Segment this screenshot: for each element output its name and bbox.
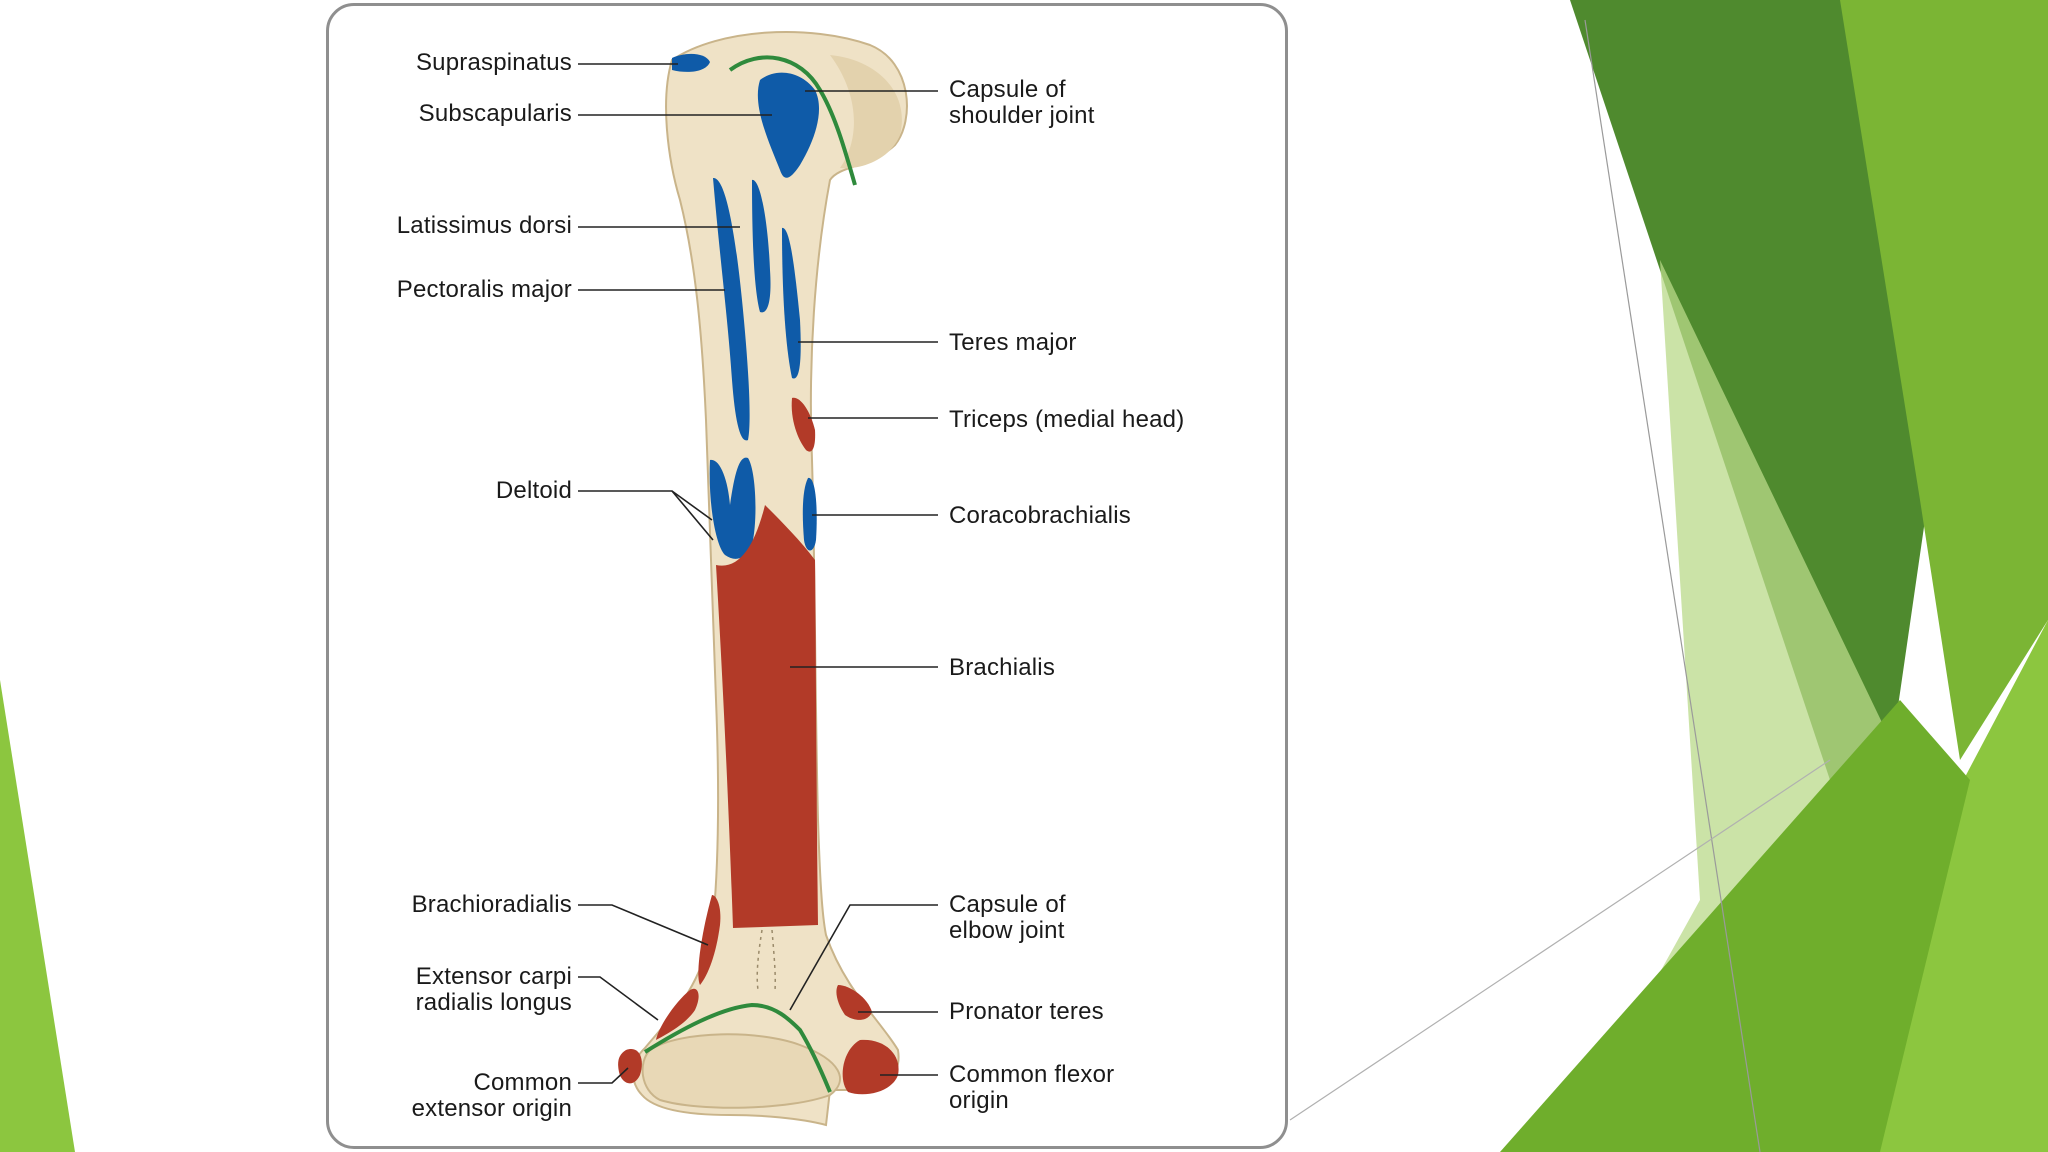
left-green-accent <box>0 680 75 1152</box>
label-pronator-teres: Pronator teres <box>949 998 1104 1025</box>
label-common-extensor-origin: Common extensor origin <box>411 1069 572 1122</box>
latissimus-dorsi-insertion <box>752 179 771 313</box>
label-coracobrachialis: Coracobrachialis <box>949 502 1131 529</box>
supracondylar-dots <box>756 929 776 991</box>
common-flexor-origin-area <box>842 1039 899 1095</box>
label-extensor-carpi-radialis-longus: Extensor carpi radialis longus <box>415 963 572 1016</box>
extensor-carpi-radialis-longus-origin <box>656 988 699 1040</box>
label-supraspinatus: Supraspinatus <box>415 49 572 76</box>
deltoid-insertion <box>709 457 756 559</box>
label-teres-major: Teres major <box>949 329 1077 356</box>
pectoralis-major-insertion <box>713 177 750 441</box>
label-brachialis: Brachialis <box>949 654 1056 681</box>
triceps-medial-head-origin <box>791 397 816 452</box>
label-triceps-medial-head: Triceps (medial head) <box>949 406 1185 433</box>
humerus-head-shading <box>830 55 902 169</box>
thin-accent-line-2 <box>1289 759 1831 1121</box>
pointer-lines-right <box>789 90 938 1076</box>
right-lower-green-panel <box>1500 700 1970 1152</box>
brachioradialis-origin <box>698 895 721 985</box>
label-deltoid: Deltoid <box>495 477 572 504</box>
thin-accent-line-1 <box>1584 19 1761 1152</box>
right-mid-green-panel <box>1840 0 2048 760</box>
subscapularis-insertion <box>757 72 820 178</box>
elbow-capsule-line <box>643 1002 832 1093</box>
label-capsule-of-shoulder-joint: Capsule of shoulder joint <box>949 76 1095 129</box>
common-extensor-origin-area <box>618 1049 642 1084</box>
label-common-flexor-origin: Common flexor origin <box>949 1061 1115 1114</box>
supraspinatus-insertion <box>672 53 710 72</box>
teres-major-insertion <box>782 227 801 379</box>
trochlea <box>641 1033 841 1109</box>
brachialis-origin <box>716 505 818 928</box>
label-brachioradialis: Brachioradialis <box>411 891 572 918</box>
shoulder-capsule-line <box>728 55 857 186</box>
coracobrachialis-insertion <box>802 477 817 551</box>
right-pale-green-panel <box>1560 260 1900 1152</box>
pointer-lines-left <box>578 63 772 1084</box>
right-bright-green-panel <box>1760 620 2048 1152</box>
label-capsule-of-elbow-joint: Capsule of elbow joint <box>949 891 1066 944</box>
label-latissimus-dorsi: Latissimus dorsi <box>396 212 572 239</box>
label-pectoralis-major: Pectoralis major <box>396 276 572 303</box>
label-subscapularis: Subscapularis <box>418 100 572 127</box>
pronator-teres-origin <box>836 985 872 1020</box>
